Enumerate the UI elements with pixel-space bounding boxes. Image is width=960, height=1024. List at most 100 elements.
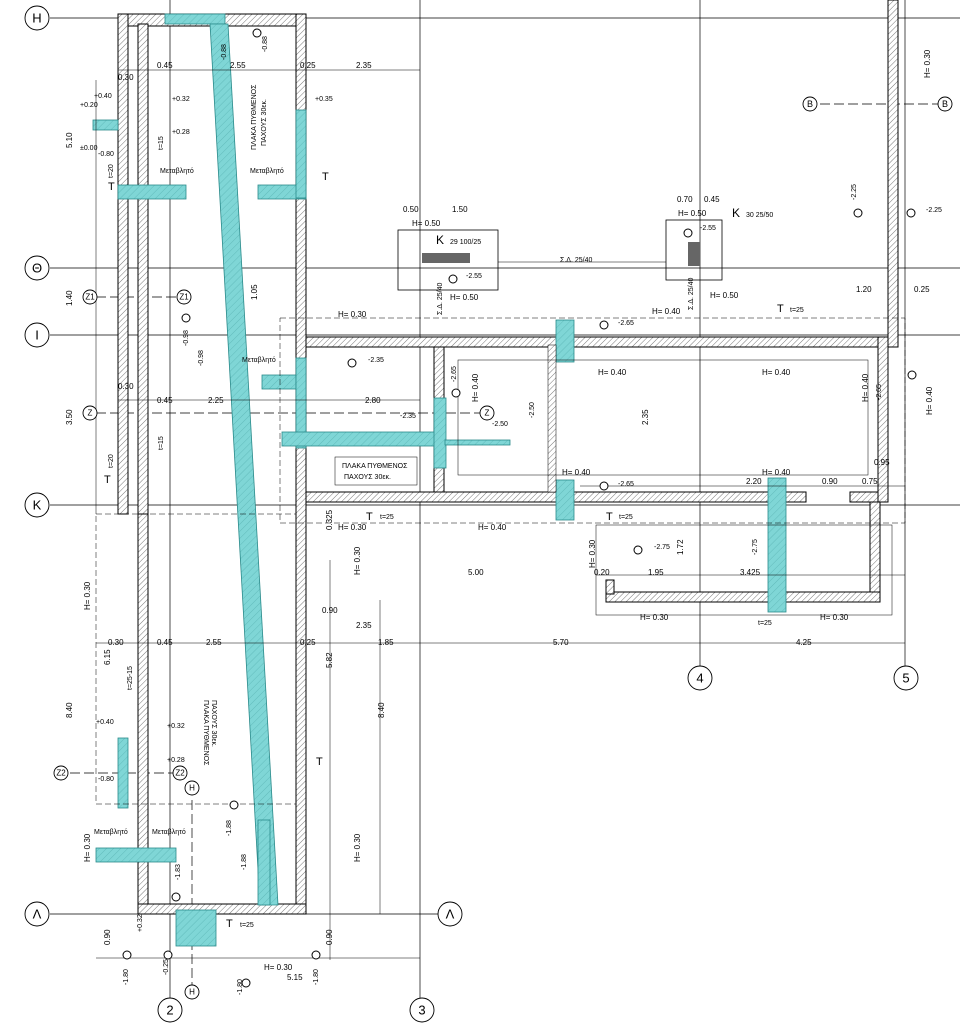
grid-bubble-H-top: Η [184, 780, 200, 796]
svg-text:Ζ: Ζ [485, 409, 490, 418]
svg-text:-2.65: -2.65 [618, 481, 634, 488]
tie-beam-label: Σ.Δ. 25/40 [437, 283, 444, 315]
svg-text:0.30: 0.30 [118, 73, 134, 82]
svg-text:Ζ2: Ζ2 [175, 769, 185, 778]
grid-bubble-H: Η [24, 5, 50, 31]
grid-bubble-B-right: Β [937, 96, 953, 112]
svg-text:-2.55: -2.55 [700, 225, 716, 232]
svg-text:4.25: 4.25 [796, 638, 812, 647]
svg-text:0.20: 0.20 [594, 568, 610, 577]
variable-labels: Μεταβλητό Μεταβλητό Μεταβλητό Μεταβλητό … [94, 167, 284, 836]
svg-text:0.30: 0.30 [108, 638, 124, 647]
plate-label-1b: ΠΑΧΟΥΣ 30εκ. [261, 99, 268, 146]
svg-text:Τ: Τ [322, 171, 329, 183]
svg-text:-0.98: -0.98 [183, 330, 190, 346]
svg-text:0.325: 0.325 [325, 509, 334, 530]
svg-text:8.40: 8.40 [377, 702, 386, 718]
grid-bubble-Z-right: Ζ [479, 405, 495, 421]
svg-text:Η: Η [189, 784, 195, 793]
column-k29-size: 29 100/25 [450, 239, 481, 246]
svg-text:Η= 0.40: Η= 0.40 [652, 307, 681, 316]
plate-labels: ΠΛΑΚΑ ΠΥΘΜΕΝΟΣ ΠΑΧΟΥΣ 30εκ. ΠΛΑΚΑ ΠΥΘΜΕΝ… [202, 84, 418, 766]
svg-text:-1.80: -1.80 [123, 969, 130, 985]
svg-text:t=25: t=25 [240, 922, 254, 929]
elevation-labels: -0.88 -0.88 -0.98 -0.98 -2.35 -2.35 -2.6… [80, 36, 942, 995]
svg-text:-1.88: -1.88 [226, 820, 233, 836]
svg-text:0.45: 0.45 [157, 396, 173, 405]
svg-text:0.75: 0.75 [862, 477, 878, 486]
svg-text:-2.25: -2.25 [926, 207, 942, 214]
svg-text:-2.65: -2.65 [451, 366, 458, 382]
svg-text:-2.25: -2.25 [851, 184, 858, 200]
svg-text:Η: Η [32, 11, 41, 26]
svg-text:-2.35: -2.35 [400, 413, 416, 420]
svg-text:2.55: 2.55 [230, 61, 246, 70]
grid-bubble-Z1-left: Ζ1 [82, 289, 98, 305]
svg-text:Β: Β [807, 99, 813, 109]
level-markers [122, 28, 917, 988]
dimension-lines [95, 69, 906, 960]
svg-text:-1.83: -1.83 [175, 864, 182, 880]
grid-bubble-4: 4 [687, 665, 713, 691]
svg-text:-1.80: -1.80 [237, 979, 244, 995]
svg-text:-2.65: -2.65 [876, 384, 883, 400]
svg-text:t=25-15: t=25-15 [127, 666, 134, 690]
svg-text:Η= 0.40: Η= 0.40 [762, 368, 791, 377]
svg-text:Η= 0.30: Η= 0.30 [264, 963, 293, 972]
svg-text:±0.00: ±0.00 [80, 145, 98, 152]
svg-text:+0.40: +0.40 [94, 93, 112, 100]
svg-text:0.30: 0.30 [118, 382, 134, 391]
svg-text:Τ: Τ [366, 511, 373, 523]
svg-text:+0.20: +0.20 [80, 102, 98, 109]
svg-text:Ζ1: Ζ1 [179, 293, 189, 302]
svg-text:5.15: 5.15 [287, 973, 303, 982]
plate-label-2a: ΠΛΑΚΑ ΠΥΘΜΕΝΟΣ [202, 700, 209, 766]
svg-text:-0.25: -0.25 [163, 959, 170, 975]
svg-text:-2.75: -2.75 [752, 539, 759, 555]
svg-text:Η= 0.50: Η= 0.50 [412, 219, 441, 228]
svg-text:Θ: Θ [32, 261, 42, 276]
svg-text:Ζ1: Ζ1 [85, 293, 95, 302]
svg-text:t=25: t=25 [758, 620, 772, 627]
svg-text:Η= 0.50: Η= 0.50 [450, 293, 479, 302]
svg-text:Ζ: Ζ [88, 409, 93, 418]
grid-bubble-K: Κ [24, 492, 50, 518]
svg-text:Η= 0.30: Η= 0.30 [353, 546, 362, 575]
var-label: Μεταβλητό [152, 828, 186, 836]
svg-text:8.40: 8.40 [65, 702, 74, 718]
svg-text:0.50: 0.50 [403, 205, 419, 214]
svg-text:Τ: Τ [777, 303, 784, 315]
svg-text:5: 5 [902, 671, 909, 686]
svg-text:t=25: t=25 [380, 514, 394, 521]
column-k29: Κ [436, 233, 444, 247]
grid-bubble-3: 3 [409, 997, 435, 1023]
svg-text:1.95: 1.95 [648, 568, 664, 577]
svg-text:5.10: 5.10 [65, 132, 74, 148]
svg-text:5.70: 5.70 [553, 638, 569, 647]
svg-text:2.20: 2.20 [746, 477, 762, 486]
svg-text:Ι: Ι [35, 328, 39, 343]
column-k30: Κ [732, 206, 740, 220]
svg-text:t=25: t=25 [790, 307, 804, 314]
svg-text:-0.88: -0.88 [221, 44, 228, 60]
svg-text:0.70: 0.70 [677, 195, 693, 204]
svg-text:2.25: 2.25 [208, 396, 224, 405]
svg-text:3.50: 3.50 [65, 409, 74, 425]
beams [92, 13, 787, 947]
svg-text:Λ: Λ [446, 907, 455, 922]
svg-text:Η= 0.40: Η= 0.40 [861, 373, 870, 402]
svg-text:5.00: 5.00 [468, 568, 484, 577]
svg-text:Η= 0.40: Η= 0.40 [471, 373, 480, 402]
svg-text:t=20: t=20 [108, 454, 115, 468]
svg-text:1.20: 1.20 [856, 285, 872, 294]
svg-text:+0.32: +0.32 [137, 914, 144, 932]
svg-text:-1.88: -1.88 [241, 854, 248, 870]
svg-text:Η= 0.40: Η= 0.40 [478, 523, 507, 532]
grid-bubble-B-left: Β [802, 96, 818, 112]
column-labels: Κ 29 100/25 Κ 30 25/50 Σ.Δ. 25/40 Σ.Δ. 2… [436, 206, 773, 315]
tie-beam-label: Σ.Δ. 25/40 [688, 278, 695, 310]
svg-text:0.25: 0.25 [300, 61, 316, 70]
svg-text:Η= 0.40: Η= 0.40 [562, 468, 591, 477]
svg-text:3: 3 [418, 1003, 425, 1018]
svg-text:Λ: Λ [33, 907, 42, 922]
